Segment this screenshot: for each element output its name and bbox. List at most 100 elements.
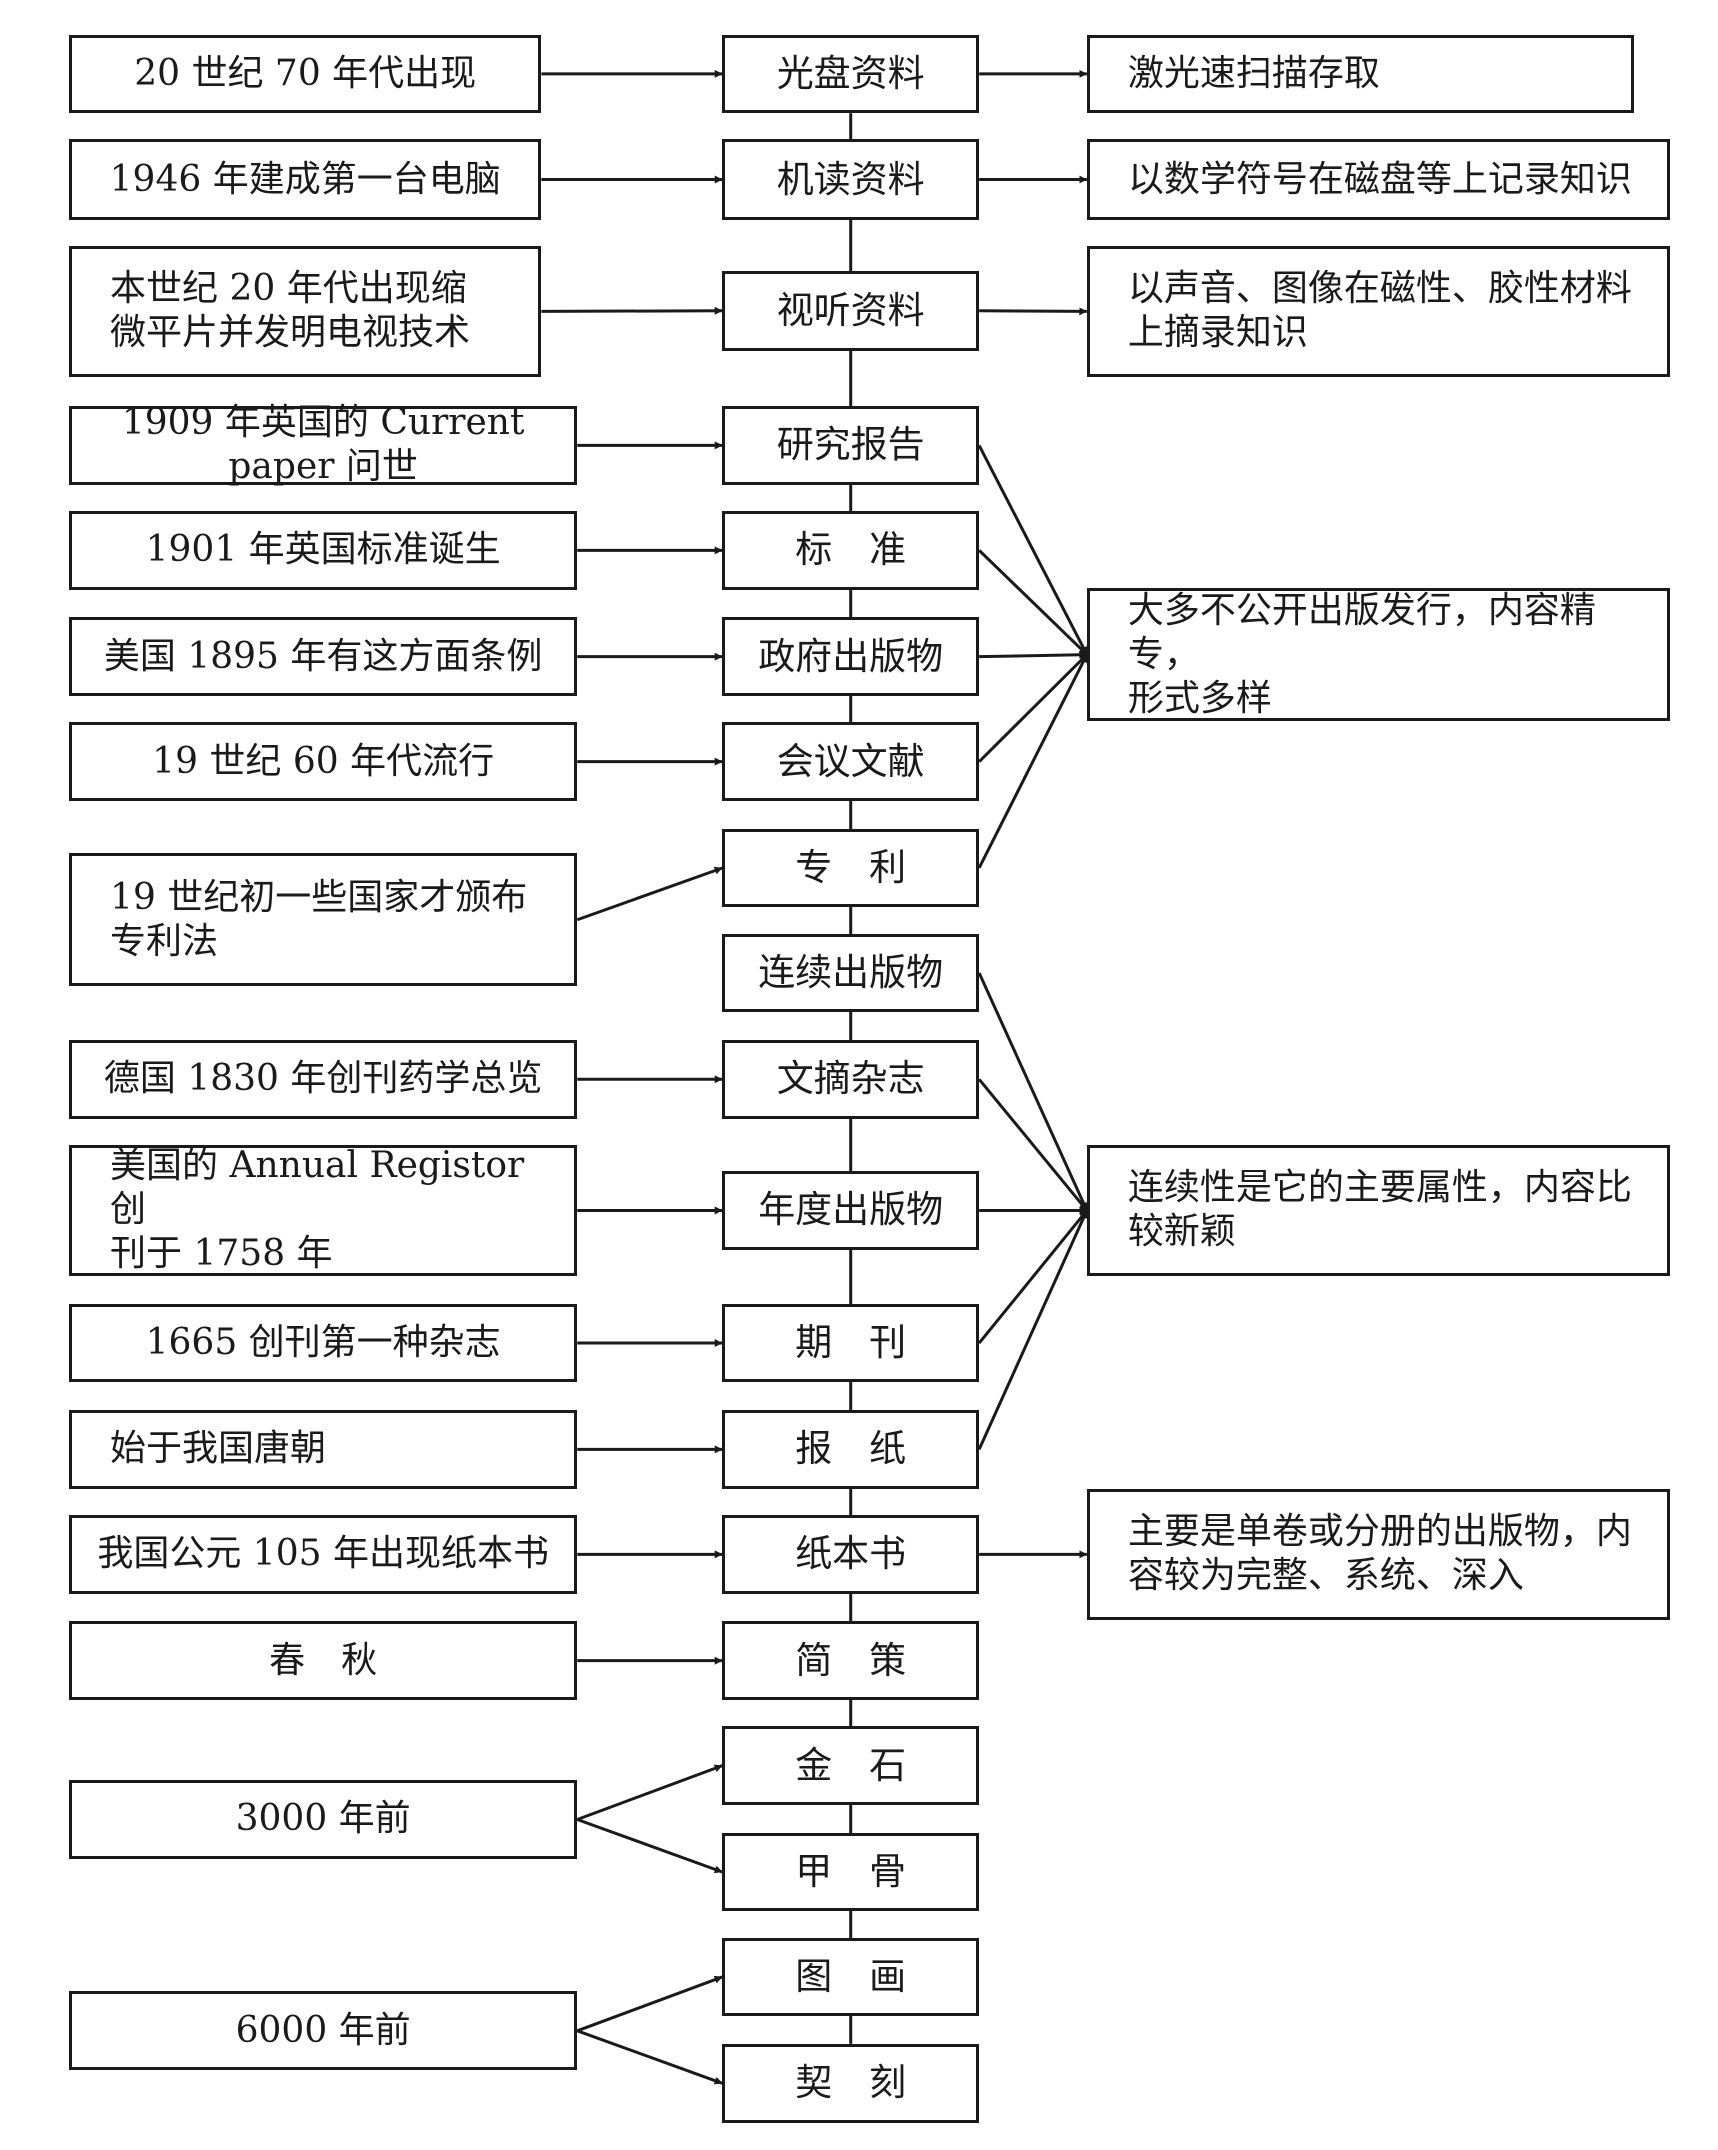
characteristic-arrow bbox=[977, 1078, 1089, 1212]
characteristic-box-c3: 以声音、图像在磁性、胶性材料 上摘录知识 bbox=[1086, 245, 1670, 377]
characteristic-arrow bbox=[977, 444, 1089, 656]
origin-box-o10: 美国的 Annual Registor 创 刊于 1758 年 bbox=[69, 1144, 578, 1277]
media-label: 年度出版物 bbox=[758, 1188, 944, 1232]
origin-box-o4: 1909 年英国的 Current paper 问世 bbox=[69, 402, 578, 487]
characteristic-arrow bbox=[977, 653, 1089, 869]
characteristic-box-c1: 激光速扫描存取 bbox=[1086, 34, 1634, 114]
media-box-m15: 简 策 bbox=[722, 1621, 980, 1701]
media-box-m18: 图 画 bbox=[722, 1937, 980, 2017]
origin-box-o6: 美国 1895 年有这方面条例 bbox=[69, 617, 578, 697]
media-label: 期 刊 bbox=[795, 1321, 907, 1365]
media-box-m4: 研究报告 bbox=[722, 406, 980, 485]
origin-arrow bbox=[576, 1764, 723, 1821]
media-box-m16: 金 石 bbox=[722, 1726, 980, 1805]
origin-box-o2: 1946 年建成第一台电脑 bbox=[69, 139, 542, 220]
origin-box-o16: 6000 年前 bbox=[69, 1991, 578, 2071]
media-label: 视听资料 bbox=[776, 288, 925, 332]
media-label: 契 刻 bbox=[795, 2061, 907, 2105]
origin-text: 德国 1830 年创刊药学总览 bbox=[103, 1058, 543, 1100]
media-box-m13: 报 纸 bbox=[722, 1410, 980, 1489]
media-label: 政府出版物 bbox=[758, 634, 944, 678]
characteristic-box-c6: 主要是单卷或分册的出版物，内 容较为完整、系统、深入 bbox=[1086, 1488, 1670, 1620]
characteristic-arrow bbox=[978, 653, 1088, 763]
origin-text: 19 世纪初一些国家才颁布 专利法 bbox=[110, 876, 528, 962]
origin-box-o13: 我国公元 105 年出现纸本书 bbox=[69, 1514, 578, 1594]
media-box-m2: 机读资料 bbox=[722, 139, 980, 220]
characteristic-text: 激光速扫描存取 bbox=[1127, 52, 1380, 94]
media-label: 光盘资料 bbox=[776, 51, 925, 95]
characteristic-arrow bbox=[977, 1209, 1089, 1344]
characteristic-text: 以声音、图像在磁性、胶性材料 上摘录知识 bbox=[1127, 268, 1632, 354]
origin-text: 20 世纪 70 年代出现 bbox=[134, 52, 477, 94]
characteristic-box-c5: 连续性是它的主要属性，内容比 较新颖 bbox=[1086, 1144, 1670, 1277]
characteristic-box-c4: 大多不公开出版发行，内容精专， 形式多样 bbox=[1086, 588, 1670, 721]
media-box-m12: 期 刊 bbox=[722, 1303, 980, 1383]
media-label: 会议文献 bbox=[776, 739, 925, 783]
media-label: 研究报告 bbox=[776, 423, 925, 467]
origin-text: 春 秋 bbox=[269, 1639, 378, 1681]
media-label: 文摘杂志 bbox=[776, 1057, 925, 1101]
media-box-m17: 甲 骨 bbox=[722, 1832, 980, 1912]
media-box-m11: 年度出版物 bbox=[722, 1171, 980, 1250]
characteristic-arrow bbox=[977, 1209, 1089, 1451]
origin-box-o3: 本世纪 20 年代出现缩 微平片并发明电视技术 bbox=[69, 245, 542, 377]
origin-text: 6000 年前 bbox=[235, 2009, 411, 2051]
origin-arrow bbox=[576, 1975, 723, 2033]
media-box-m14: 纸本书 bbox=[722, 1514, 980, 1594]
origin-text: 美国 1895 年有这方面条例 bbox=[103, 635, 543, 677]
characteristic-text: 主要是单卷或分册的出版物，内 容较为完整、系统、深入 bbox=[1127, 1511, 1632, 1597]
media-box-m1: 光盘资料 bbox=[722, 34, 980, 114]
origin-text: 3000 年前 bbox=[235, 1798, 411, 1840]
media-label: 报 纸 bbox=[795, 1427, 907, 1471]
origin-text: 1665 创刊第一种杂志 bbox=[145, 1322, 501, 1364]
media-label: 简 策 bbox=[795, 1638, 907, 1682]
characteristic-text: 大多不公开出版发行，内容精专， 形式多样 bbox=[1127, 589, 1596, 719]
media-label: 图 画 bbox=[795, 1954, 907, 1998]
origin-arrow bbox=[541, 306, 723, 315]
origin-box-o11: 1665 创刊第一种杂志 bbox=[69, 1303, 578, 1383]
media-label: 专 利 bbox=[795, 845, 907, 889]
origin-box-o5: 1901 年英国标准诞生 bbox=[69, 510, 578, 590]
media-label: 连续出版物 bbox=[758, 950, 944, 994]
origin-box-o14: 春 秋 bbox=[69, 1621, 578, 1701]
media-box-m7: 会议文献 bbox=[722, 722, 980, 801]
origin-text: 1909 年英国的 Current paper 问世 bbox=[121, 402, 536, 488]
media-box-m6: 政府出版物 bbox=[722, 617, 980, 697]
media-label: 标 准 bbox=[795, 528, 907, 572]
media-box-m3: 视听资料 bbox=[722, 270, 980, 351]
origin-arrow bbox=[576, 866, 723, 922]
media-label: 甲 骨 bbox=[795, 1849, 907, 1893]
origin-box-o15: 3000 年前 bbox=[69, 1780, 578, 1859]
origin-box-o1: 20 世纪 70 年代出现 bbox=[69, 34, 542, 114]
origin-text: 1946 年建成第一台电脑 bbox=[109, 158, 501, 200]
media-label: 金 石 bbox=[795, 1743, 907, 1787]
media-box-m8: 专 利 bbox=[722, 828, 980, 908]
origin-box-o12: 始于我国唐朝 bbox=[69, 1410, 578, 1489]
characteristic-box-c2: 以数学符号在磁盘等上记录知识 bbox=[1086, 139, 1670, 220]
origin-box-o9: 德国 1830 年创刊药学总览 bbox=[69, 1039, 578, 1119]
origin-arrow bbox=[576, 1818, 723, 1874]
media-box-m10: 文摘杂志 bbox=[722, 1039, 980, 1119]
origin-text: 1901 年英国标准诞生 bbox=[145, 529, 501, 571]
origin-text: 我国公元 105 年出现纸本书 bbox=[97, 1533, 549, 1575]
characteristic-arrow bbox=[979, 650, 1088, 659]
characteristic-arrow bbox=[977, 972, 1089, 1212]
origin-box-o8: 19 世纪初一些国家才颁布 专利法 bbox=[69, 853, 578, 987]
characteristic-text: 连续性是它的主要属性，内容比 较新颖 bbox=[1127, 1167, 1632, 1253]
media-box-m5: 标 准 bbox=[722, 510, 980, 590]
origin-box-o7: 19 世纪 60 年代流行 bbox=[69, 722, 578, 801]
origin-text: 美国的 Annual Registor 创 刊于 1758 年 bbox=[110, 1145, 525, 1275]
origin-text: 始于我国唐朝 bbox=[110, 1428, 327, 1470]
origin-text: 本世纪 20 年代出现缩 微平片并发明电视技术 bbox=[110, 268, 471, 354]
media-box-m9: 连续出版物 bbox=[722, 933, 980, 1013]
characteristic-text: 以数学符号在磁盘等上记录知识 bbox=[1127, 158, 1632, 200]
characteristic-arrow bbox=[978, 549, 1088, 656]
characteristic-arrow bbox=[979, 307, 1088, 316]
origin-text: 19 世纪 60 年代流行 bbox=[152, 740, 495, 782]
media-box-m19: 契 刻 bbox=[722, 2043, 980, 2123]
media-label: 机读资料 bbox=[776, 157, 925, 201]
origin-arrow bbox=[576, 2029, 723, 2085]
media-label: 纸本书 bbox=[795, 1532, 907, 1576]
